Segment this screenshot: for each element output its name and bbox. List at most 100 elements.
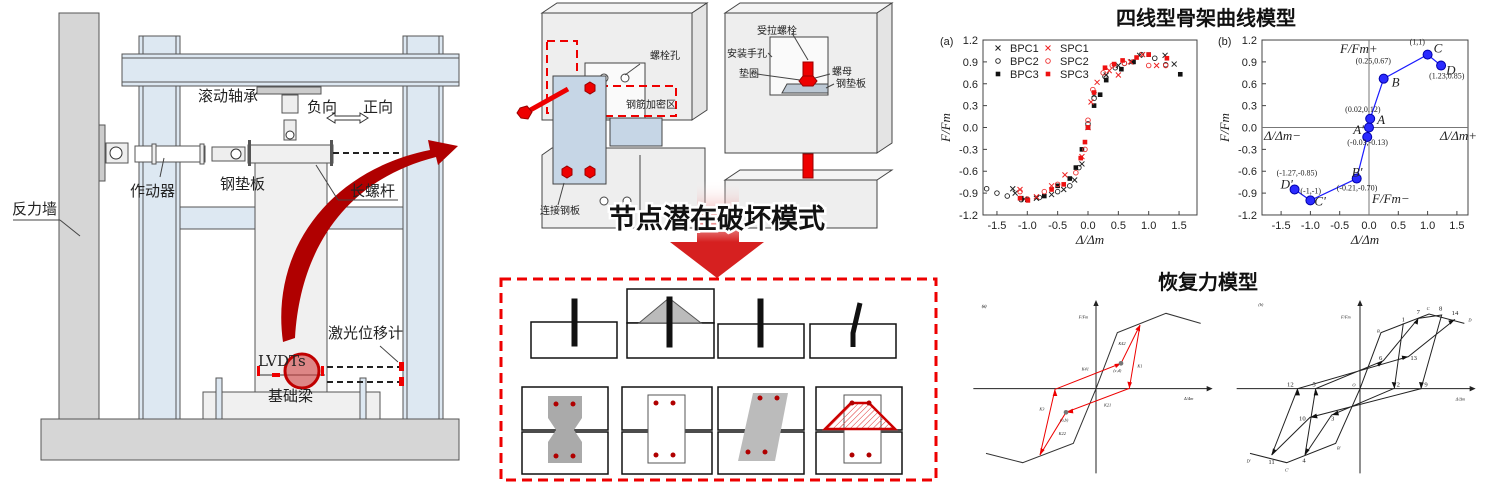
data-point-x (1127, 59, 1134, 65)
base-slab (40, 418, 460, 461)
legend-label: SPC2 (1060, 56, 1089, 68)
data-point-x (1033, 195, 1040, 202)
path-point-label: 14 (1452, 310, 1459, 317)
x-axis-label: Δ/Δm (1350, 232, 1379, 247)
label-washer: 垫圈 (739, 67, 759, 80)
data-point-circle (1152, 55, 1158, 61)
bolt-heads (561, 81, 596, 179)
rolling-bearing (256, 86, 322, 95)
data-point-x (1088, 99, 1094, 105)
path-point-label: 8 (1439, 306, 1443, 313)
y-tick-label: -0.9 (1238, 188, 1257, 200)
data-point-x (1045, 45, 1051, 51)
path-point-label: 4 (1302, 458, 1306, 465)
skeleton-point (1365, 113, 1376, 124)
path-point-label: 7 (1417, 309, 1421, 316)
data-point-circle (1017, 188, 1023, 195)
data-point-circle (1082, 146, 1088, 153)
data-point-x (1048, 191, 1055, 198)
skeleton-point-name: D' (1280, 176, 1293, 191)
failure-mode-title: 节点潜在破坏模式 (609, 204, 825, 235)
skeleton-point (1351, 173, 1362, 184)
data-point-x (1094, 79, 1100, 86)
data-point-circle (1045, 58, 1051, 64)
panel-label: (b) (1218, 36, 1231, 48)
restoring-force-title: 恢复力模型 (1158, 270, 1258, 294)
label-steel-pad: 钢垫板 (220, 175, 265, 193)
skeleton-point-coord: (-0.03,-0.13) (1347, 138, 1388, 147)
legend-label: BPC2 (1010, 56, 1039, 68)
data-point-x (995, 45, 1001, 51)
data-point-x (1071, 177, 1078, 183)
data-point-square (1049, 187, 1054, 192)
label-bolt-hole: 螺栓孔 (650, 49, 680, 62)
label-rebar-dense-zone: 钢筋加密区 (626, 98, 676, 111)
data-point-square (1103, 77, 1109, 83)
stiffness-label: K41 (1081, 367, 1089, 372)
chart-b: -1.2-0.9-0.6-0.30.00.30.60.91.2-1.5-1.0-… (1217, 35, 1477, 247)
skeleton-title: 四线型骨架曲线模型 (1116, 6, 1296, 30)
skeleton-label: B (1377, 329, 1380, 334)
label-foundation-beam: 基础梁 (268, 387, 313, 405)
data-point-circle (1162, 62, 1169, 69)
legend-label: BPC3 (1010, 69, 1039, 81)
x-tick-label: -1.0 (1018, 220, 1037, 232)
data-point-square (1091, 90, 1097, 95)
specimen-column (254, 162, 328, 393)
skeleton-point-coord: (0.25,0.67) (1356, 57, 1392, 66)
data-point-square (1164, 55, 1170, 61)
data-point-x (1103, 72, 1110, 78)
skeleton-point-coord: (1,1) (1410, 38, 1426, 47)
x-tick-label: 1.5 (1449, 220, 1464, 232)
data-point-square (1134, 55, 1139, 60)
y-tick-label: -1.2 (1238, 210, 1257, 222)
data-point-x (1153, 62, 1160, 69)
skeleton-point-name: D (1445, 63, 1456, 78)
data-point-circle (1004, 193, 1011, 199)
path-point-label: 9 (1424, 382, 1428, 389)
data-point-circle (994, 190, 1000, 196)
panel-label: (a) (982, 303, 988, 308)
y-tick-label: -0.3 (1238, 144, 1257, 156)
path-point-label: 5 (1312, 382, 1316, 389)
skeleton-point-name: A' (1352, 122, 1364, 137)
path-point-label: 12 (1287, 382, 1294, 389)
data-point-square (1102, 65, 1108, 71)
data-point-x (1115, 72, 1122, 78)
skeleton-label: D (1467, 318, 1472, 323)
path-point-label: 13 (1410, 355, 1417, 362)
x-axis-label: Δ/Δm (1183, 396, 1193, 401)
axis-annotation-top: F/Fm+ (1339, 41, 1378, 56)
skeleton-point-coord: (1.23,0.85) (1429, 72, 1465, 81)
lvdt-highlight (283, 352, 321, 390)
data-point-x (1139, 51, 1146, 58)
x-tick-label: -0.5 (1048, 220, 1067, 232)
y-tick-label: 0.0 (963, 123, 978, 135)
x-tick-label: 0.0 (1080, 220, 1095, 232)
x-tick-label: -0.5 (1330, 220, 1349, 232)
y-tick-label: -1.2 (959, 210, 978, 222)
skeleton-label: D' (1246, 459, 1251, 464)
skeleton-point-coord: (0.02,0.12) (1345, 105, 1381, 114)
chart-a: -1.2-0.9-0.6-0.30.00.30.60.91.2-1.5-1.0-… (938, 35, 1198, 247)
y-tick-label: 0.3 (963, 101, 978, 113)
top-beam (121, 53, 460, 87)
label-hand-hole: 安装手孔 (727, 47, 767, 60)
data-point-x (1060, 186, 1067, 193)
skeleton-point-name: C (1434, 41, 1443, 56)
x-tick-label: -1.0 (1301, 220, 1320, 232)
foundation-beam (202, 391, 381, 420)
label-rolling-bearing: 滚动轴承 (198, 87, 258, 105)
x-axis-label: Δ/Δm (1455, 397, 1465, 402)
skeleton-point (1422, 49, 1433, 60)
label-negative-direction: 负向 (307, 98, 337, 116)
skeleton-point-name: B (1392, 75, 1400, 90)
y-tick-label: -0.6 (1238, 166, 1257, 178)
legend-label: SPC1 (1060, 43, 1089, 55)
axis-annotation-bottom: F/Fm− (1371, 191, 1410, 206)
data-point-circle (1100, 70, 1106, 76)
y-tick-label: 0.6 (1242, 79, 1257, 91)
data-point-circle (1073, 169, 1079, 176)
label-positive-direction: 正向 (363, 98, 393, 116)
data-point-circle (1054, 188, 1061, 195)
